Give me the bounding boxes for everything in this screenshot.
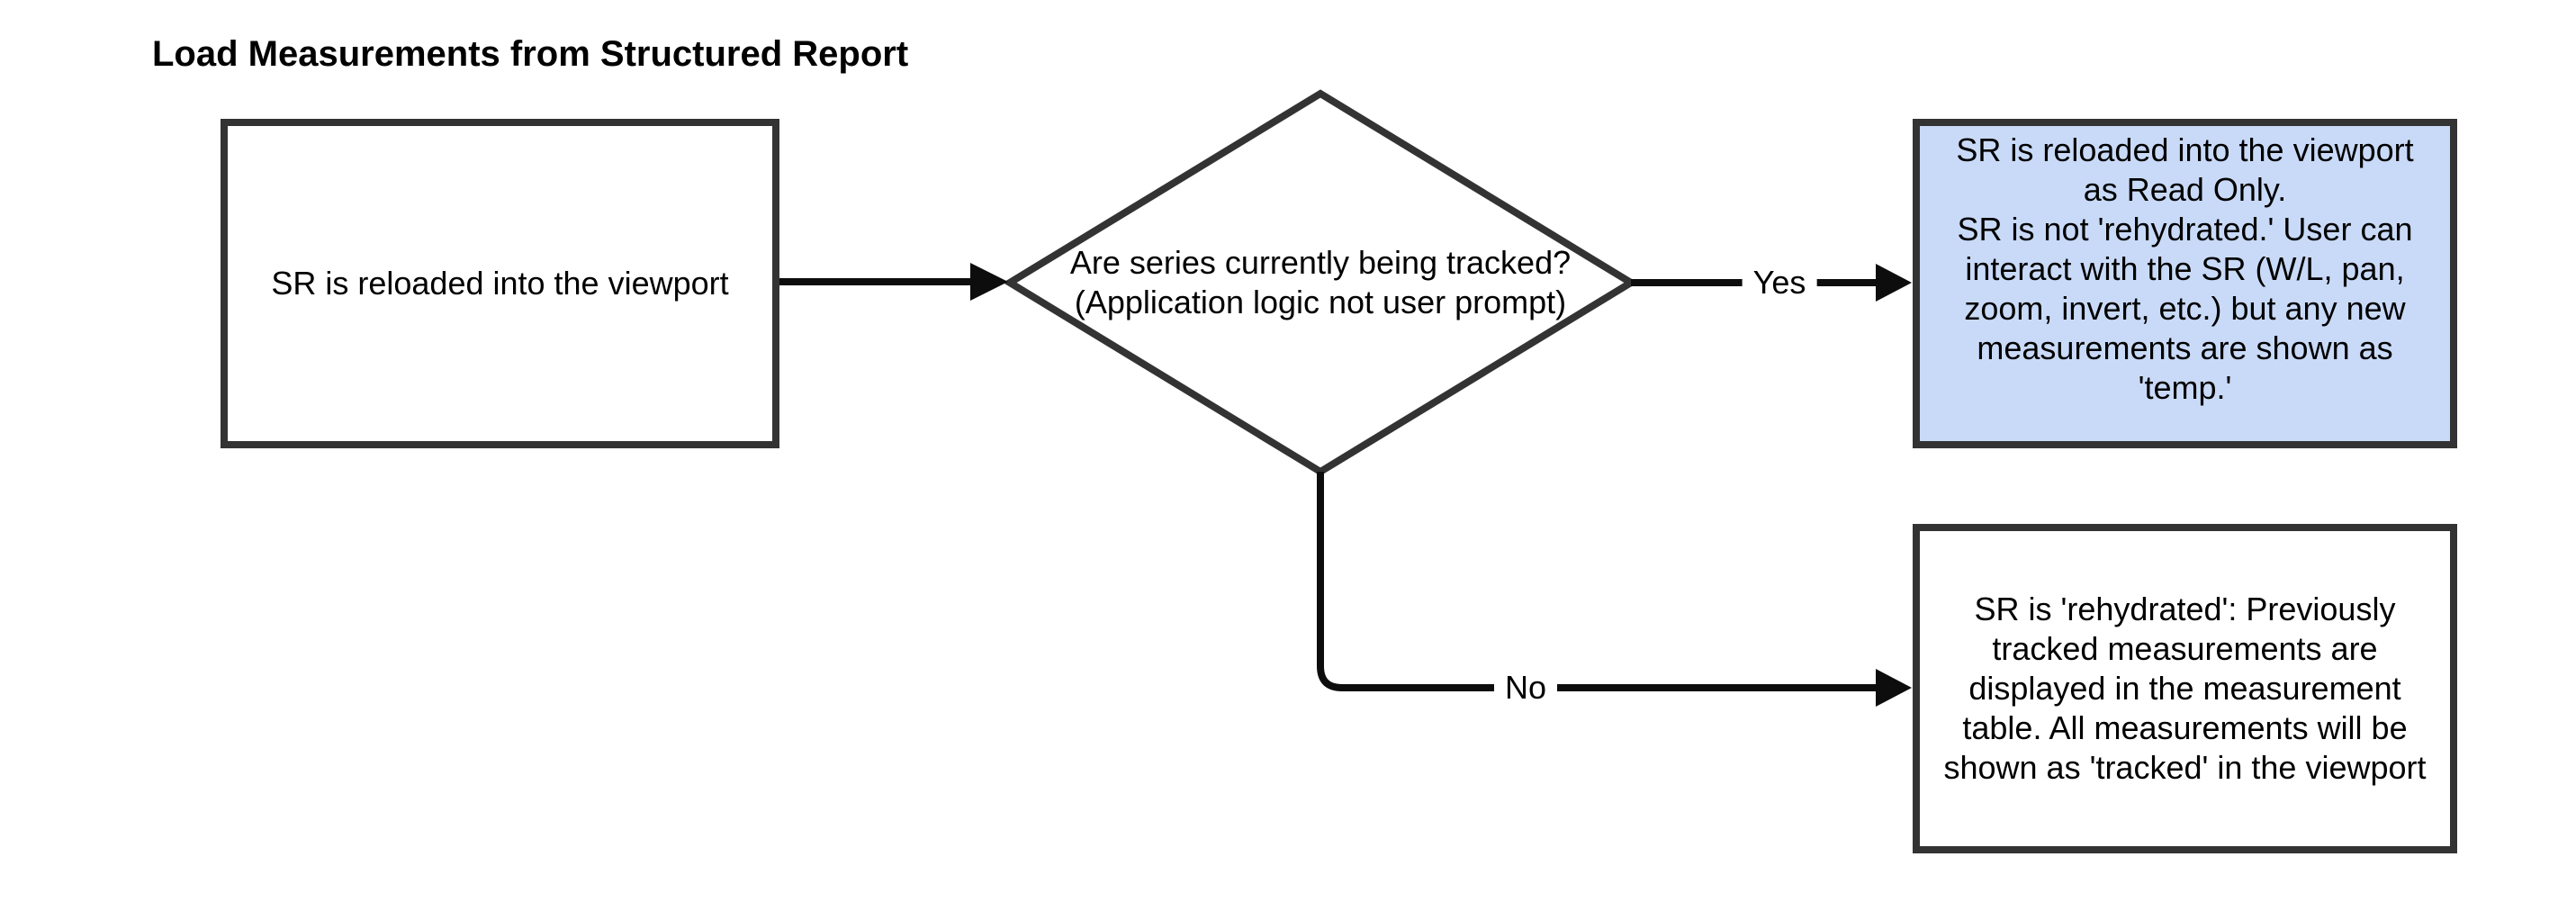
node-yes-outcome: SR is reloaded into the viewport as Read…: [1913, 119, 2457, 448]
node-start: SR is reloaded into the viewport: [221, 119, 779, 448]
edge-label-no: No: [1493, 668, 1558, 708]
node-decision-label: Are series currently being tracked? (App…: [1069, 244, 1572, 320]
edge-decision-no: [1317, 472, 1878, 691]
node-no-outcome: SR is 'rehydrated': Previously tracked m…: [1913, 524, 2457, 853]
edge-decision-no-arrowhead-icon: [1876, 669, 1912, 707]
edge-decision-yes-arrowhead-icon: [1876, 264, 1912, 302]
diagram-title: Load Measurements from Structured Report: [152, 34, 909, 74]
edge-start-to-decision-arrowhead-icon: [970, 263, 1008, 301]
edge-label-yes: Yes: [1742, 263, 1817, 302]
